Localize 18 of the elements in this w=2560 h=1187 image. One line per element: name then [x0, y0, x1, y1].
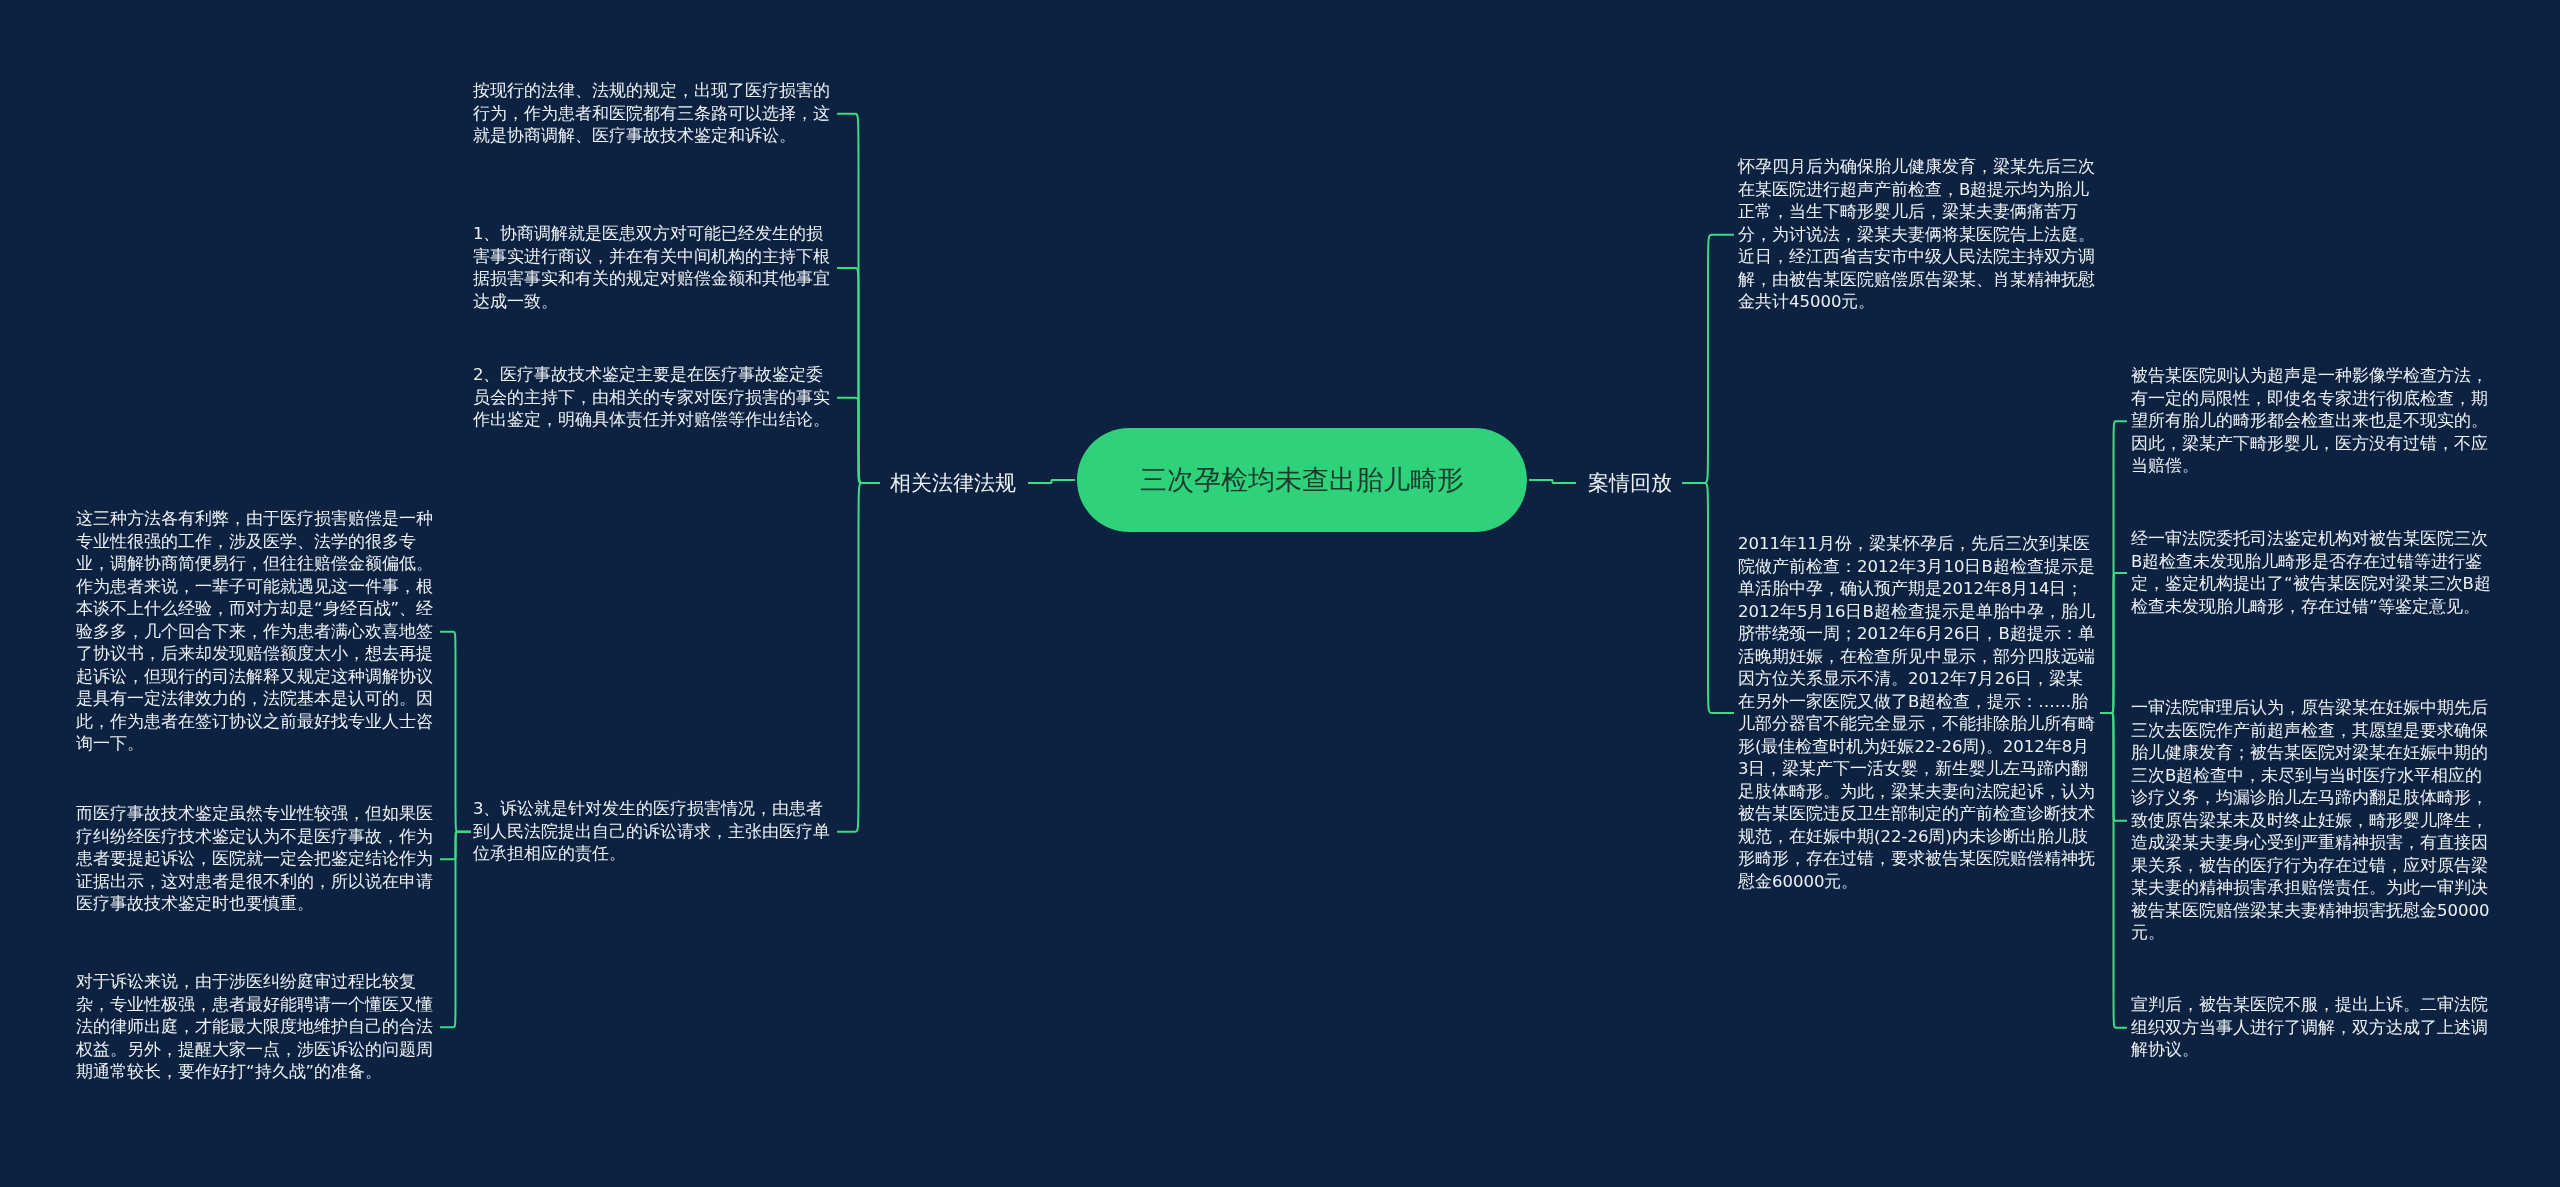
- note-text: 对于诉讼来说，由于涉医纠纷庭审过程比较复杂，专业性极强，患者最好能聘请一个懂医又懂法的律师出庭，才能最大限度地维护自己的合法权益。另外，提醒大家一点，涉医诉讼的问题周期通常较长，要作好打“持久战”的准备。: [76, 971, 436, 1084]
- note-text: 这三种方法各有利弊，由于医疗损害赔偿是一种专业性很强的工作，涉及医学、法学的很多专业，调解协商简便易行，但往往赔偿金额偏低。作为患者来说，一辈子可能就遇见这一件事，根本谈不上什么经验，而对方却是“身经百战”、经验多多，几个回合下来，作为患者满心欢喜地签了协议书，后来却发现赔偿额度太小，想去再提起诉讼，但现行的司法解释又规定这种调解协议是具有一定法律效力的，法院基本是认可的。因此，作为患者在签订协议之前最好找专业人士咨询一下。: [76, 508, 436, 756]
- connector: [1528, 479, 1577, 484]
- note-text: 怀孕四月后为确保胎儿健康发育，梁某先后三次在某医院进行超声产前检查，B超提示均为胎儿正常，当生下畸形婴儿后，梁某夫妻俩痛苦万分，为讨说法，梁某夫妻俩将某医院告上法庭。近日，经江西省吉安市中级人民法院主持双方调解，由被告某医院赔偿原告梁某、肖某精神抚慰金共计45000元。: [1738, 156, 2098, 314]
- note-text: 而医疗事故技术鉴定虽然专业性较强，但如果医疗纠纷经医疗技术鉴定认为不是医疗事故，作为患者要提起诉讼，医院就一定会把鉴定结论作为证据出示，这对患者是很不利的，所以说在申请医疗事故技术鉴定时也要慎重。: [76, 803, 436, 916]
- note-text: 宣判后，被告某医院不服，提出上诉。二审法院组织双方当事人进行了调解，双方达成了上述调解协议。: [2131, 994, 2491, 1062]
- note-text: 被告某医院则认为超声是一种影像学检查方法，有一定的局限性，即使名专家进行彻底检查，期望所有胎儿的畸形都会检查出来也是不现实的。因此，梁某产下畸形婴儿，医方没有过错，不应当赔偿。: [2131, 365, 2491, 478]
- note-text: 2011年11月份，梁某怀孕后，先后三次到某医院做产前检查：2012年3月10日B超检查提示是单活胎中孕，确认预产期是2012年8月14日；2012年5月16日B超检查提示是单胎中孕，胎儿脐带绕颈一周；2012年6月26日，B超提示：单活晚期妊娠，在检查所见中显示，部分四肢远端因方位关系显示不清。2012年7月26日，梁某在另外一家医院又做了B超检查，提示：……胎儿部分器官不能完全显示，不能排除胎儿所有畸形(最佳检查时机为妊娠22-26周)。2012年8月3日，梁某产下一活女婴，新生婴儿左马蹄内翻足肢体畸形。为此，梁某夫妻向法院起诉，认为被告某医院违反卫生部制定的产前检查诊断技术规范，在妊娠中期(22-26周)内未诊断出胎儿肢形畸形，存在过错，要求被告某医院赔偿精神抚慰金60000元。: [1738, 533, 2098, 893]
- note-text: 1、协商调解就是医患双方对可能已经发生的损害事实进行商议，并在有关中间机构的主持下根据损害事实和有关的规定对赔偿金额和其他事宜达成一致。: [473, 223, 833, 313]
- note-text: 一审法院审理后认为，原告梁某在妊娠中期先后三次去医院作产前超声检查，其愿望是要求确保胎儿健康发育；被告某医院对梁某在妊娠中期的三次B超检查中，未尽到与当时医疗水平相应的诊疗义务，均漏诊胎儿左马蹄内翻足肢体畸形，致使原告梁某未及时终止妊娠，畸形婴儿降生，造成梁某夫妻身心受到严重精神损害，有直接因果关系，被告的医疗行为存在过错，应对原告梁某夫妻的精神损害承担赔偿责任。为此一审判决被告某医院赔偿梁某夫妻精神损害抚慰金50000元。: [2131, 697, 2491, 945]
- note-text: 按现行的法律、法规的规定，出现了医疗损害的行为，作为患者和医院都有三条路可以选择，这就是协商调解、医疗事故技术鉴定和诉讼。: [473, 80, 833, 148]
- central-topic: 三次孕检均未查出胎儿畸形: [1077, 428, 1527, 532]
- branch-topic: 案情回放: [1580, 464, 1680, 502]
- note-text: 3、诉讼就是针对发生的医疗损害情况，由患者到人民法院提出自己的诉讼请求，主张由医疗单位承担相应的责任。: [473, 798, 833, 866]
- note-text: 经一审法院委托司法鉴定机构对被告某医院三次B超检查未发现胎儿畸形是否存在过错等进行鉴定，鉴定机构提出了“被告某医院对梁某三次B超检查未发现胎儿畸形，存在过错”等鉴定意见。: [2131, 528, 2491, 618]
- connector: [1027, 479, 1076, 484]
- branch-topic: 相关法律法规: [882, 464, 1024, 502]
- note-text: 2、医疗事故技术鉴定主要是在医疗事故鉴定委员会的主持下，由相关的专家对医疗损害的事实作出鉴定，明确具体责任并对赔偿等作出结论。: [473, 364, 833, 432]
